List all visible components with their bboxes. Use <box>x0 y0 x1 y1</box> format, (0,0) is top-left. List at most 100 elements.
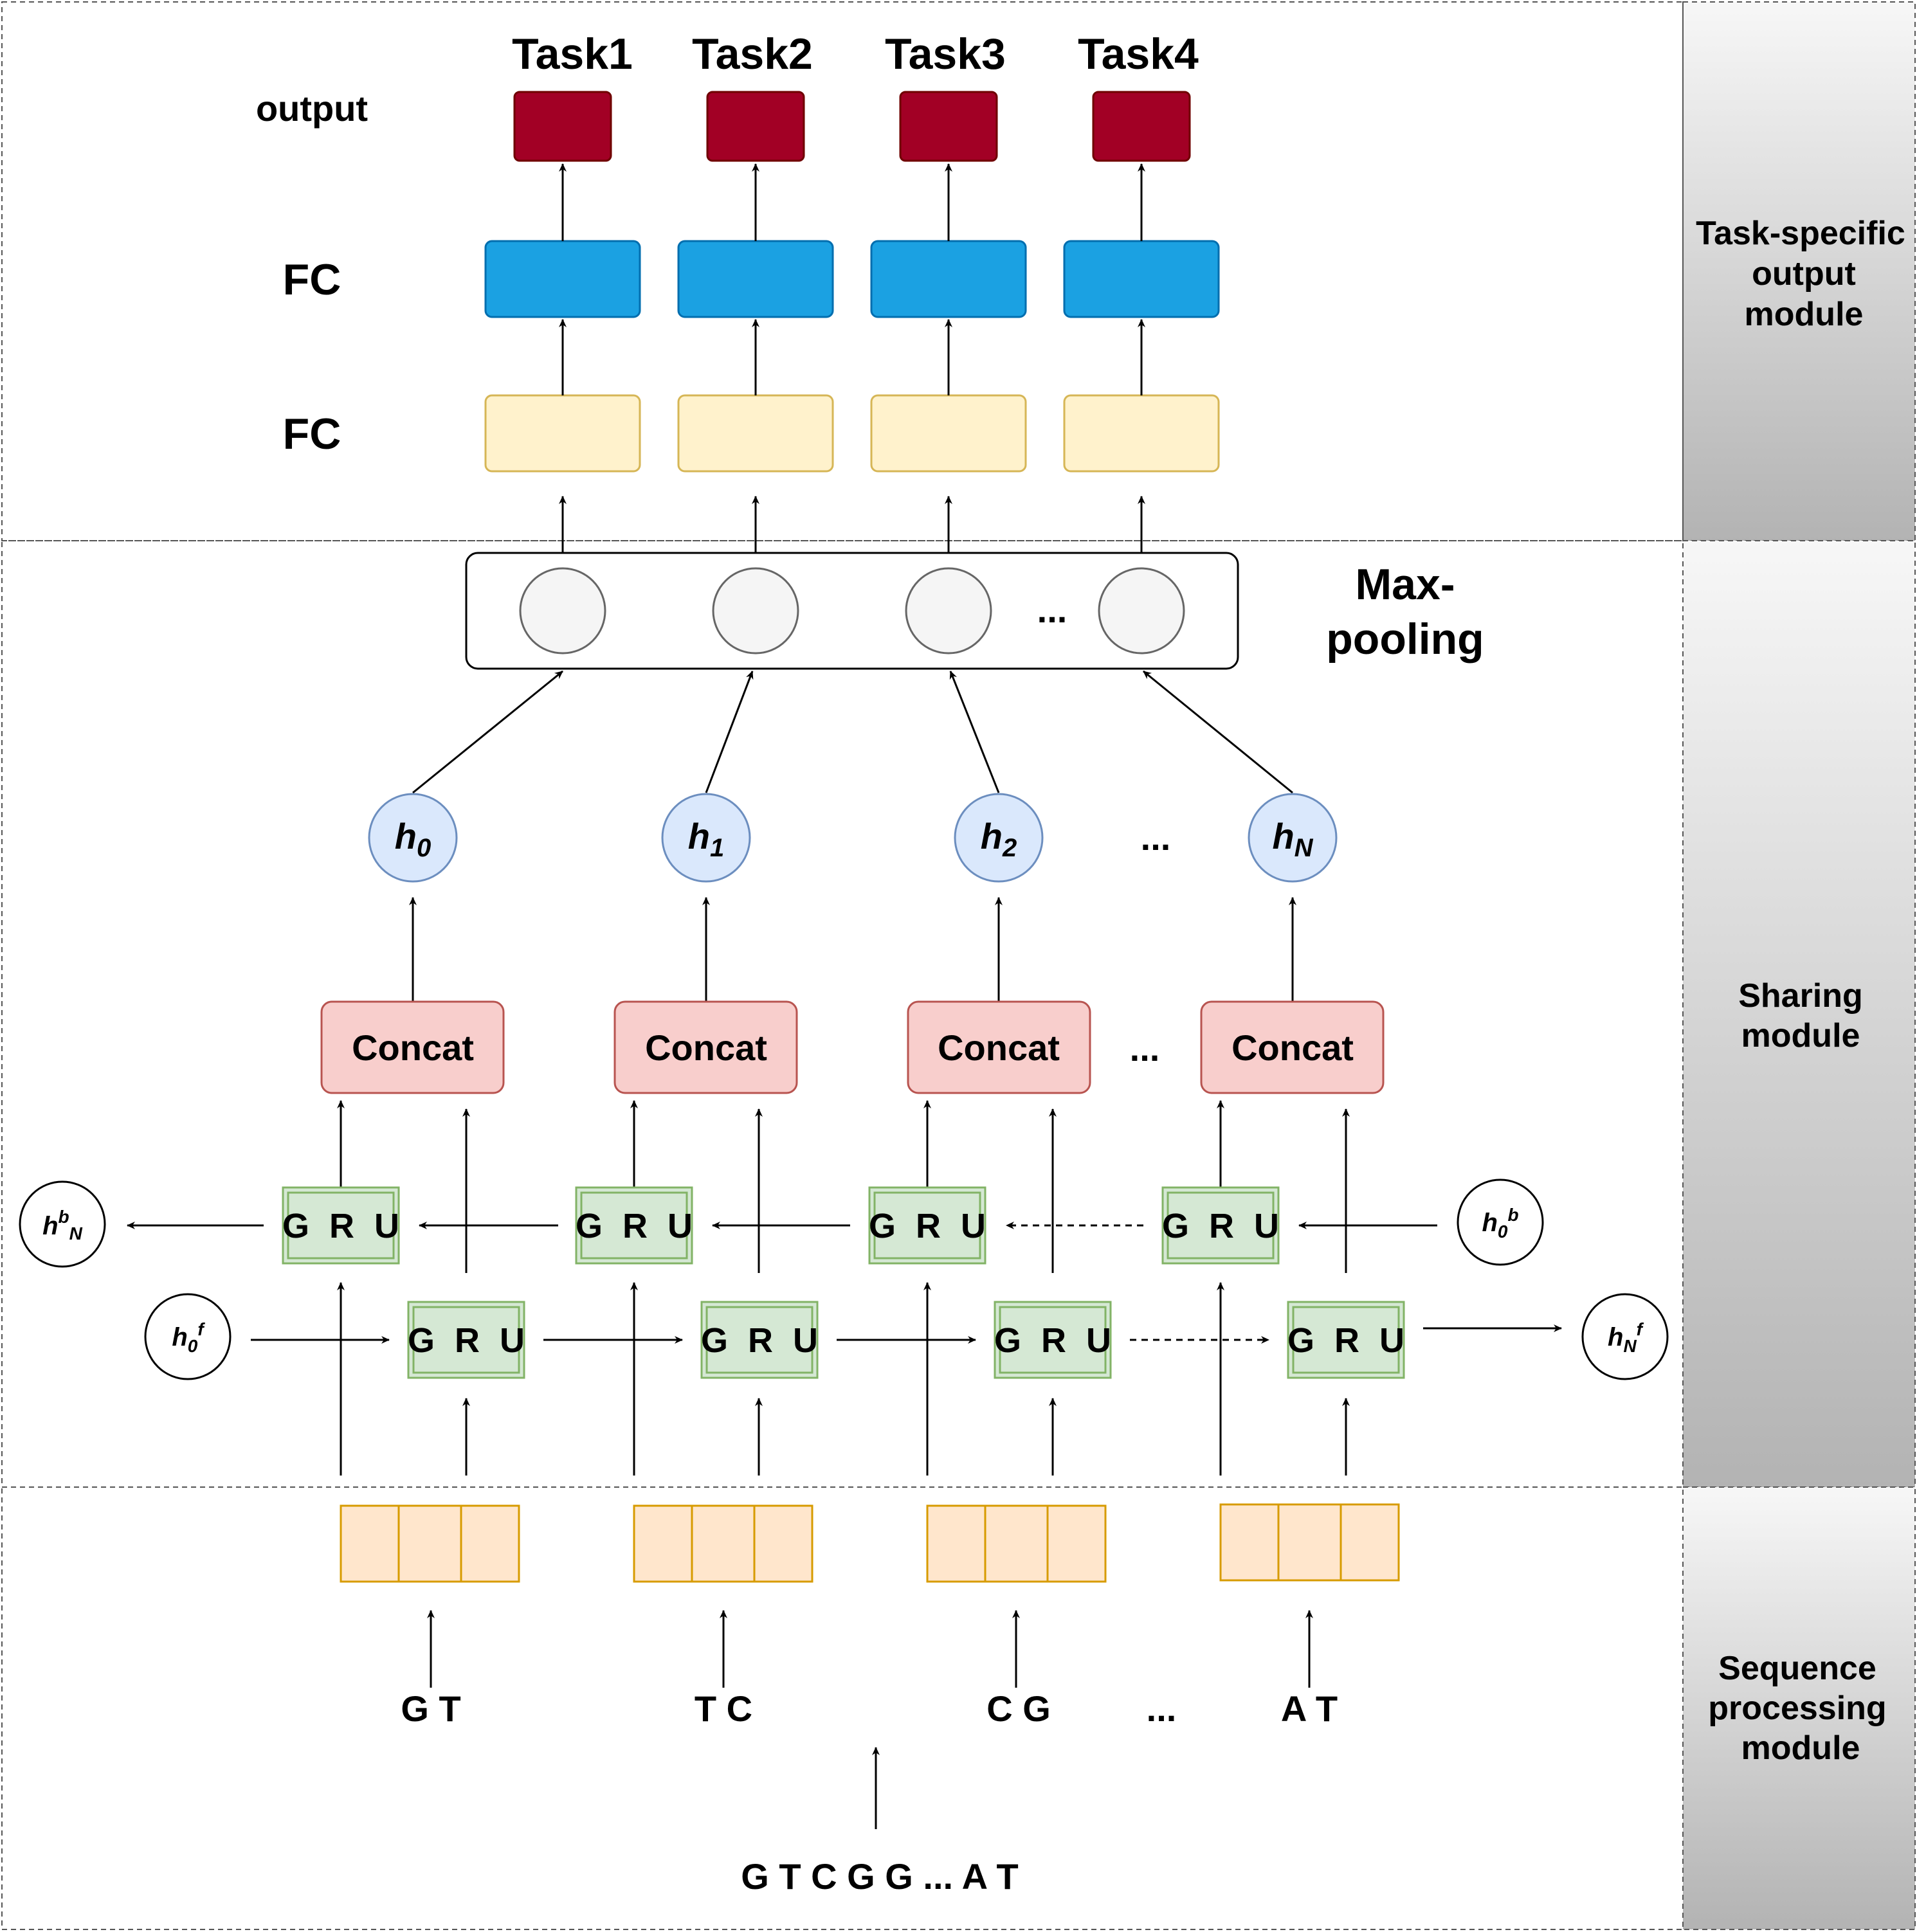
concat-layer: Concat Concat Concat Concat ... <box>320 1000 1385 1094</box>
state-hbN-label: hbN <box>42 1207 83 1243</box>
gru-label: G R U <box>1162 1207 1284 1245</box>
gru-label: G R U <box>1287 1321 1410 1360</box>
state-h0b <box>1457 1178 1544 1266</box>
concat-label: Concat <box>1231 1027 1354 1068</box>
gru-box-inner <box>705 1306 813 1374</box>
gru-box-forward <box>994 1301 1112 1379</box>
input-sequence: G T C G G ... A T <box>741 1856 1018 1897</box>
task-label: Task3 <box>885 30 1006 78</box>
gru-to-concat-arrows <box>337 1100 1350 1273</box>
gru-label: G R U <box>869 1207 991 1245</box>
state-hNf <box>1581 1293 1669 1380</box>
module-side-panels <box>1682 1 1916 1930</box>
sequence-label-3: module <box>1741 1729 1860 1767</box>
hidden-label-h1: h1 <box>688 816 724 862</box>
embedding-vector <box>926 1504 1107 1583</box>
kmer-label: T C <box>695 1688 752 1729</box>
hidden-node-h0 <box>368 793 458 883</box>
gru-box-backward <box>575 1186 693 1265</box>
gru-label: G R U <box>701 1321 823 1360</box>
task-specific-label-1: Task-specific <box>1696 215 1905 252</box>
gru-box-backward <box>1161 1186 1280 1265</box>
gru-box-forward <box>1287 1301 1405 1379</box>
backward-gru-row: G R U G R U G R U G R U <box>282 1186 1284 1265</box>
gru-box-inner <box>873 1191 981 1259</box>
max-pooling-box <box>465 552 1239 670</box>
hidden-node-hN <box>1248 793 1338 883</box>
task-label: Task1 <box>512 30 633 78</box>
sequence-input: G T T C C G ... A T G T C G G ... A T <box>401 1688 1338 1897</box>
sequence-section <box>1 1486 1684 1930</box>
concat-box <box>320 1000 505 1094</box>
kmer-label: C G <box>986 1688 1051 1729</box>
output-box <box>706 91 805 162</box>
fc-blue-box <box>484 240 641 318</box>
output-box <box>1092 91 1191 162</box>
sharing-section <box>1 540 1684 1488</box>
sequence-label-2: processing <box>1708 1690 1886 1727</box>
task-specific-label-2: output <box>1752 255 1856 293</box>
fc-blue-box <box>1063 240 1220 318</box>
embedding-vector <box>340 1504 520 1583</box>
concat-to-hidden-arrows <box>409 897 1296 1002</box>
hidden-label-h2: h2 <box>981 816 1017 862</box>
hidden-label-h0: h0 <box>395 816 431 862</box>
pool-node <box>712 567 799 655</box>
kmer-label: A T <box>1281 1688 1338 1729</box>
fc-cream-box <box>1063 394 1220 473</box>
fc-cream-box <box>870 394 1027 473</box>
fc-top-row-label: FC <box>283 255 341 304</box>
forward-recurrence-arrows <box>251 1324 1562 1344</box>
task-specific-panel <box>1682 1 1916 541</box>
gru-label: G R U <box>282 1207 404 1245</box>
gru-box-inner <box>1292 1306 1400 1374</box>
fc-cream-box <box>677 394 834 473</box>
gru-box-forward <box>700 1301 819 1379</box>
row-labels: output FC FC <box>256 88 368 458</box>
sequence-label-1: Sequence <box>1718 1650 1876 1687</box>
task-label: Task4 <box>1078 30 1199 78</box>
state-h0f-label: h0f <box>172 1319 205 1356</box>
hidden-label-hN: hN <box>1272 816 1313 862</box>
concat-box <box>613 1000 798 1094</box>
sharing-label-2: module <box>1741 1017 1860 1054</box>
state-hNf-label: hNf <box>1608 1319 1644 1356</box>
embedding-layer <box>340 1503 1400 1583</box>
task-columns: Task1 Task2 Task3 Task4 <box>484 30 1220 473</box>
pool-node <box>519 567 606 655</box>
gru-label: G R U <box>994 1321 1116 1360</box>
output-box <box>513 91 612 162</box>
gru-box-inner <box>287 1191 395 1259</box>
gru-box-inner <box>580 1191 688 1259</box>
embedding-vector <box>1219 1503 1400 1582</box>
fc-cream-box <box>484 394 641 473</box>
output-box <box>899 91 998 162</box>
module-labels: Task-specific output module Sharing modu… <box>1696 215 1905 1767</box>
gru-label: G R U <box>576 1207 698 1245</box>
task-arrows <box>559 163 1145 553</box>
hidden-node-h2 <box>954 793 1044 883</box>
embedding-vector <box>633 1504 813 1583</box>
sharing-label-1: Sharing <box>1738 977 1863 1015</box>
concat-box <box>907 1000 1091 1094</box>
kmer-label: G T <box>401 1688 460 1729</box>
max-pooling-label-2: pooling <box>1326 615 1484 664</box>
forward-gru-row: G R U G R U G R U G R U <box>407 1301 1410 1379</box>
state-hbN <box>19 1180 106 1268</box>
task-specific-label-3: module <box>1745 296 1864 333</box>
gru-box-forward <box>407 1301 525 1379</box>
max-pooling-label-1: Max- <box>1356 560 1455 609</box>
sequence-panel <box>1682 1486 1916 1930</box>
section-borders <box>1 1 1684 1930</box>
sharing-panel <box>1682 540 1916 1488</box>
hidden-states: h0 h1 h2 hN ... <box>368 793 1338 883</box>
fc-blue-box <box>870 240 1027 318</box>
boundary-states: hbN h0b h0f hNf <box>19 1178 1669 1380</box>
fc-blue-box <box>677 240 834 318</box>
kmer-to-embedding-arrows <box>427 1610 1313 1829</box>
output-row-label: output <box>256 88 368 129</box>
hidden-node-h1 <box>661 793 751 883</box>
pool-node <box>1098 567 1185 655</box>
concat-box <box>1200 1000 1385 1094</box>
